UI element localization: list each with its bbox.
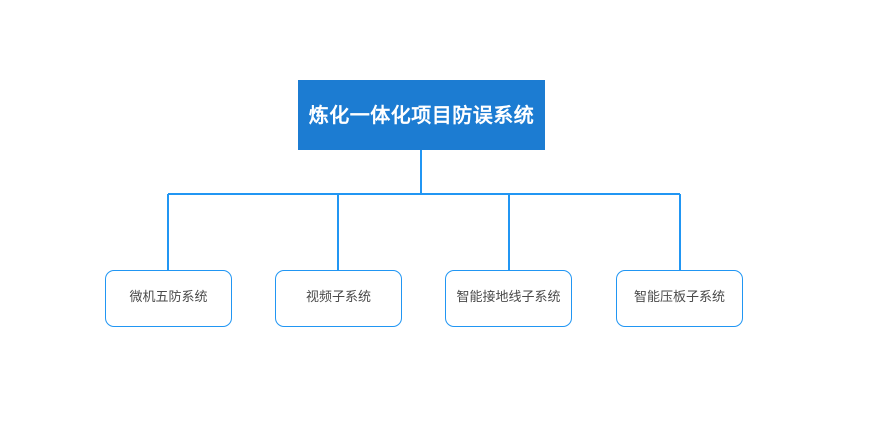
node-child-zhinengjiediXian[interactable]: 智能接地线子系统 [445, 270, 572, 327]
node-root[interactable]: 炼化一体化项目防误系统 [298, 80, 545, 150]
node-child-label: 微机五防系统 [129, 290, 208, 306]
node-child-label: 视频子系统 [305, 290, 371, 306]
node-root-label: 炼化一体化项目防误系统 [308, 103, 535, 127]
node-child-zhinengyaban[interactable]: 智能压板子系统 [616, 270, 743, 327]
node-child-label: 智能压板子系统 [633, 290, 725, 306]
node-child-weijiwufang[interactable]: 微机五防系统 [105, 270, 232, 327]
node-child-label: 智能接地线子系统 [456, 290, 561, 306]
node-child-shipin[interactable]: 视频子系统 [275, 270, 402, 327]
